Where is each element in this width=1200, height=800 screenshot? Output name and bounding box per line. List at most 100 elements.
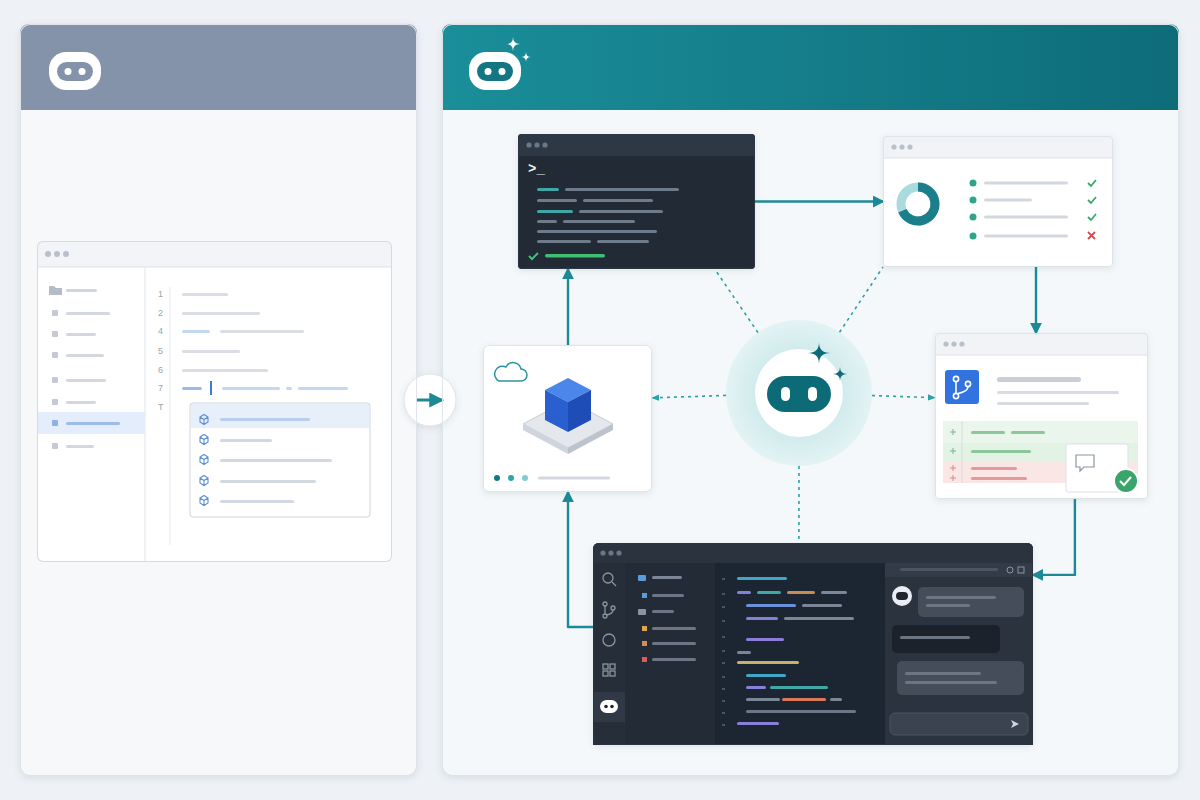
ide-art-part xyxy=(593,563,625,745)
ide-art-part xyxy=(784,617,854,620)
terminal-art-part-part xyxy=(583,199,653,202)
agent-panel: >_ xyxy=(442,24,1179,776)
ide-art-part xyxy=(746,674,786,677)
ide-art-part-part xyxy=(722,662,725,664)
left-editor-art-part xyxy=(37,241,392,562)
left-panel-art xyxy=(20,24,417,776)
terminal-art-part-part xyxy=(537,199,577,202)
left-editor-art-part-part xyxy=(200,455,208,465)
cloud-card-art-part xyxy=(538,477,610,480)
left-editor-art-part xyxy=(52,310,58,449)
ide-art-part-part xyxy=(612,582,616,586)
pull-request-art-part xyxy=(971,431,1005,434)
ide-art-part xyxy=(746,686,766,689)
test-dashboard-window xyxy=(883,136,1113,267)
dashboard-art-part xyxy=(970,233,977,240)
left-editor-art-part xyxy=(38,412,145,434)
dashboard-art-part-part xyxy=(1088,197,1096,203)
left-panel-art-part xyxy=(65,68,72,75)
left-panel-art-part xyxy=(20,24,417,776)
dashboard-art-part xyxy=(901,187,935,221)
left-editor-art-part xyxy=(37,267,392,268)
pull-request-art-part xyxy=(1076,455,1094,471)
ide-art-part xyxy=(905,681,997,684)
tool-panel xyxy=(20,24,417,776)
left-editor-art-part-part xyxy=(52,420,58,426)
agent-hub-circle xyxy=(726,320,872,466)
dashboard-art-part xyxy=(970,180,977,187)
ide-art-part xyxy=(722,578,725,726)
left-editor-art-part xyxy=(49,286,62,295)
ide-art-part xyxy=(608,550,613,555)
terminal-art-part xyxy=(529,188,679,259)
ide-art-part-part xyxy=(610,664,615,669)
dashboard-art-part xyxy=(883,136,1113,267)
ide-art-part xyxy=(885,563,1033,577)
ide-art-part xyxy=(737,591,751,594)
dashboard-art xyxy=(883,136,1113,267)
pull-request-art-part xyxy=(997,402,1089,405)
left-editor-art-part-part xyxy=(222,387,280,390)
dashboard-art-part xyxy=(902,187,935,221)
line-number: T xyxy=(158,402,164,412)
ide-art-part xyxy=(802,604,842,607)
ide-art-part-part xyxy=(722,676,725,678)
left-editor-art-part-part xyxy=(66,379,106,382)
left-editor-art-part-part xyxy=(66,422,120,425)
center-bot-art-part xyxy=(808,387,817,401)
ide-art-part xyxy=(625,563,715,745)
transition-badge xyxy=(404,374,456,426)
ide-art-part xyxy=(652,594,684,597)
pull-request-art-part xyxy=(962,421,963,483)
ide-art-part xyxy=(746,638,784,641)
flow-arrow xyxy=(1033,499,1075,575)
left-editor-art-part-part xyxy=(66,312,110,315)
left-editor-art-part xyxy=(210,381,212,395)
right-panel-art-part xyxy=(469,52,521,90)
left-editor-art-part xyxy=(54,251,60,257)
ide-art-part-part xyxy=(722,688,725,690)
terminal-art-part-part xyxy=(537,188,559,191)
line-number: 1 xyxy=(158,289,163,299)
terminal-art-part-part xyxy=(545,254,605,258)
left-editor-art-part-part xyxy=(220,418,310,421)
left-editor-art-part-part xyxy=(52,377,58,383)
ide-art-part xyxy=(603,573,616,676)
ide-art-part xyxy=(821,591,847,594)
ide-art-part xyxy=(890,713,1028,735)
ide-art-part xyxy=(600,550,605,555)
line-number: 6 xyxy=(158,365,163,375)
ide-art-part xyxy=(593,692,625,722)
left-editor-art-part xyxy=(66,289,97,292)
ide-art-part xyxy=(610,705,614,709)
dashboard-art-part xyxy=(970,214,977,221)
ide-art-part-part xyxy=(722,606,725,608)
ide-art-part-part xyxy=(722,578,725,580)
left-editor-art-part-part xyxy=(220,439,272,442)
ide-art-part xyxy=(642,641,647,646)
pull-request-art-part xyxy=(971,477,1027,480)
ide-art-part xyxy=(892,625,1000,653)
left-editor-art-part xyxy=(190,403,370,517)
center-bot-art-part xyxy=(781,387,790,401)
left-editor-art-part-part xyxy=(220,330,304,333)
left-editor-art-part-part xyxy=(200,476,208,486)
pull-request-art-part-part xyxy=(953,393,958,398)
node-text: >_ xyxy=(528,161,545,177)
left-panel-art-part xyxy=(49,52,101,90)
flow-arrow xyxy=(568,492,593,627)
terminal-art-part-part xyxy=(537,240,591,243)
terminal-art-part-part xyxy=(565,188,679,191)
pull-request-art-part xyxy=(945,370,979,404)
dashboard-art-part xyxy=(883,158,1113,159)
dashboard-art-part xyxy=(907,144,912,149)
left-editor-art-part-part xyxy=(220,459,332,462)
pull-request-art-part xyxy=(997,391,1119,394)
ide-art-part xyxy=(652,627,696,630)
right-panel-art-part xyxy=(499,68,506,75)
pull-request-art-part-part xyxy=(956,382,968,394)
left-editor-art-part-part xyxy=(52,443,58,449)
flow-arrow xyxy=(567,269,569,345)
